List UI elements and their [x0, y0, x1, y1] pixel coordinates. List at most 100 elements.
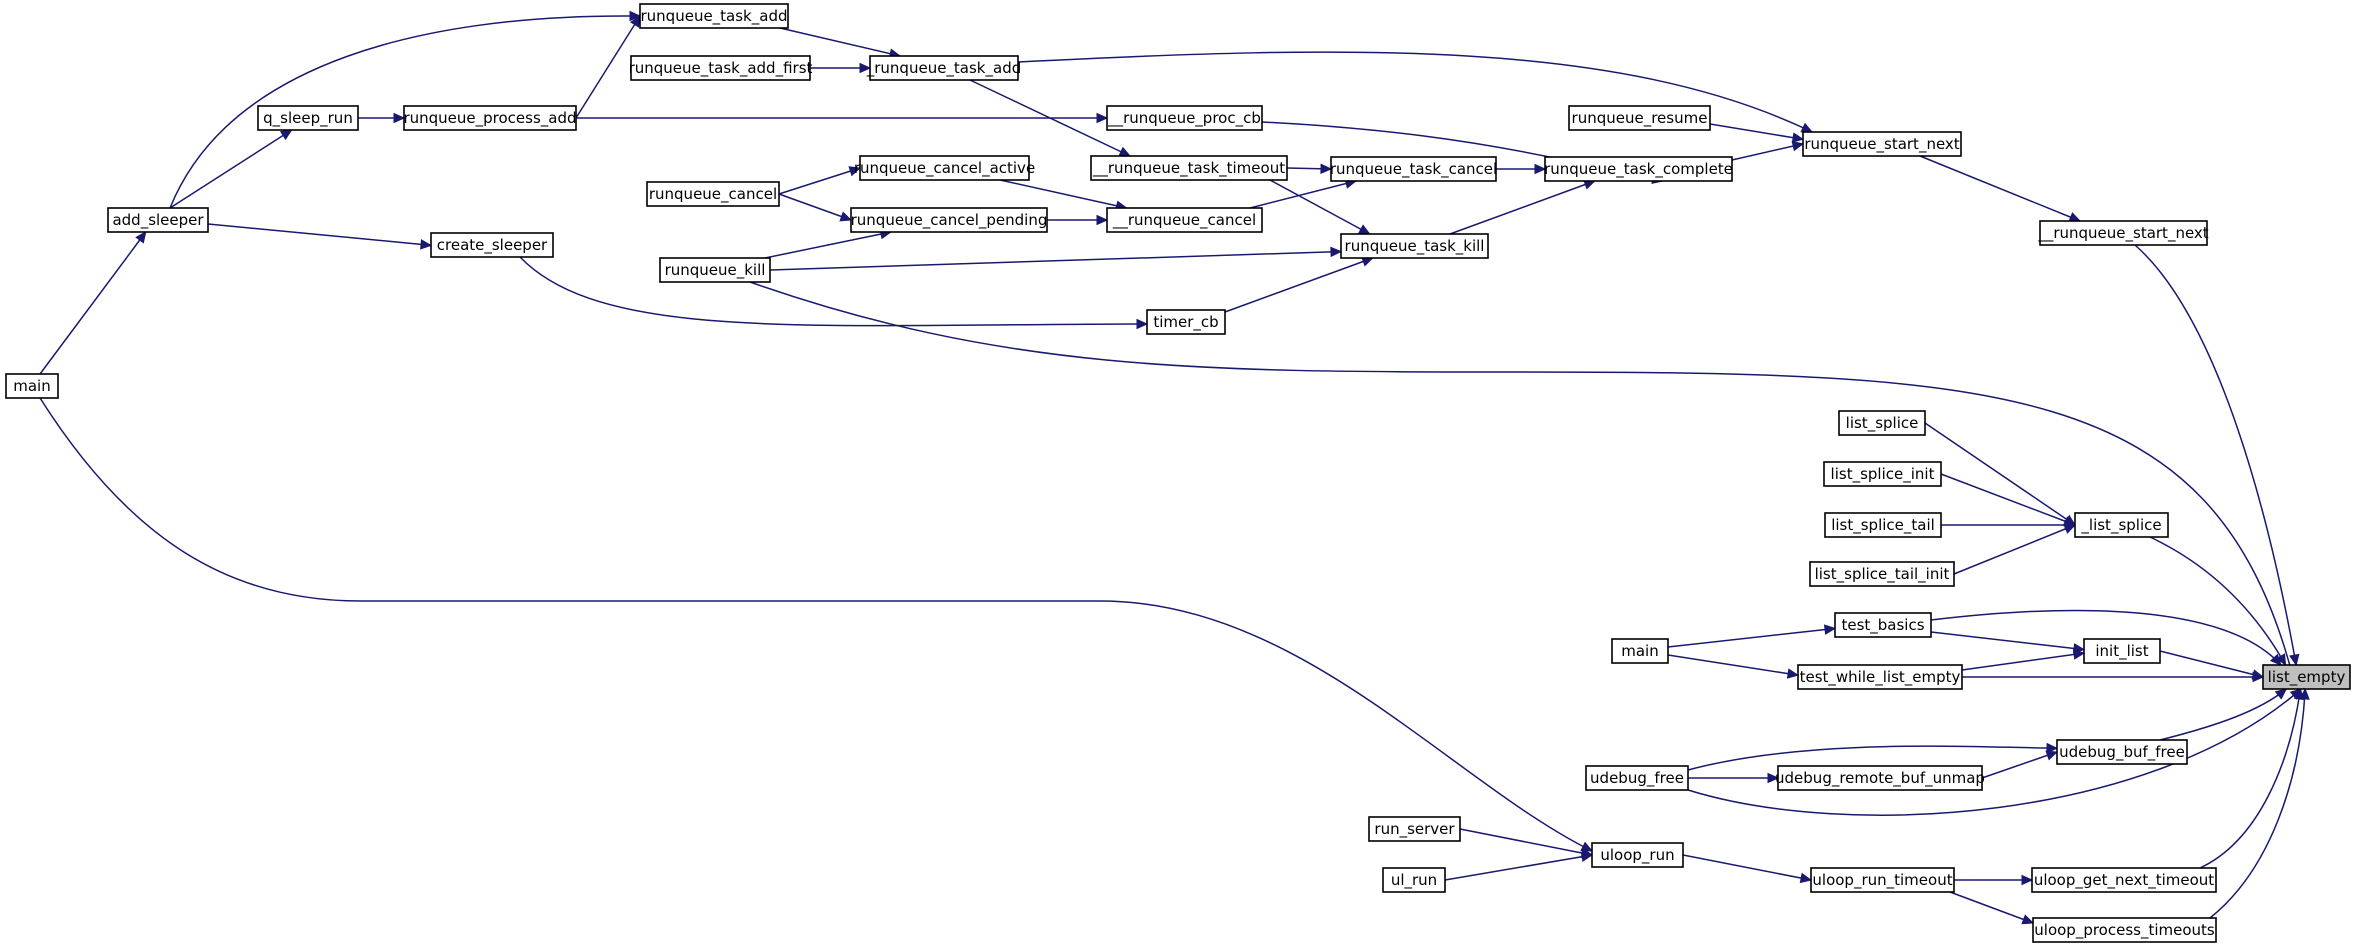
function-node-runqueue-proc-cb[interactable]: __runqueue_proc_cb	[1106, 105, 1263, 131]
function-node-runqueue-resume[interactable]: runqueue_resume	[1568, 105, 1711, 131]
call-edge-runqueue_start_next-to-__runqueue_start_next	[1919, 155, 2082, 222]
function-node-runqueue-cancel-pending[interactable]: runqueue_cancel_pending	[850, 207, 1048, 233]
node-label: create_sleeper	[437, 236, 548, 255]
node-box	[2056, 739, 2188, 765]
function-node-udebug-buf-free[interactable]: udebug_buf_free	[2056, 739, 2188, 765]
node-box	[850, 207, 1048, 233]
node-box	[1824, 512, 1942, 538]
function-node-runqueue-task-add[interactable]: _runqueue_task_add	[866, 55, 1021, 81]
call-edge-timer_cb-to-runqueue_task_kill	[1224, 256, 1374, 313]
function-node-test-while-list-empty[interactable]: test_while_list_empty	[1797, 664, 1963, 690]
node-label: run_server	[1374, 820, 1455, 839]
node-label: main	[13, 377, 50, 395]
call-edge-list_splice_tail-to-_list_splice	[1941, 519, 2077, 531]
call-edge-q_sleep_run-to-runqueue_process_add	[358, 112, 406, 124]
function-node-runqueue-cancel[interactable]: __runqueue_cancel	[1106, 207, 1263, 233]
function-node-runqueue-task-cancel[interactable]: runqueue_task_cancel	[1330, 156, 1497, 182]
node-box	[107, 207, 209, 233]
call-edge-runqueue_kill-to-list_empty	[749, 281, 2299, 691]
function-node-runqueue-task-complete[interactable]: runqueue_task_complete	[1544, 156, 1733, 182]
node-box	[1544, 156, 1733, 182]
call-edge-list_splice_tail_init-to-_list_splice	[1953, 524, 2077, 575]
node-label: uloop_run	[1600, 846, 1674, 865]
call-edge-__runqueue_cancel-to-runqueue_task_cancel	[1249, 178, 1358, 209]
node-label: runqueue_task_add	[641, 7, 788, 26]
call-edge-main_2-to-test_while_list_empty	[1667, 654, 1800, 679]
function-node-create-sleeper[interactable]: create_sleeper	[430, 232, 554, 258]
call-edge-udebug_free-to-list_empty	[1687, 688, 2303, 816]
call-edge-_list_splice-to-list_empty	[2149, 536, 2287, 667]
call-edge-__runqueue_task_timeout-to-runqueue_task_kill	[1269, 179, 1371, 235]
function-node-runqueue-task-timeout[interactable]: __runqueue_task_timeout	[1090, 155, 1288, 181]
function-node-list-splice-tail-init[interactable]: list_splice_tail_init	[1809, 561, 1955, 587]
function-node-runqueue-process-add[interactable]: runqueue_process_add	[403, 105, 577, 131]
function-node-runqueue-cancel-active[interactable]: runqueue_cancel_active	[854, 155, 1035, 181]
function-node-runqueue-kill[interactable]: runqueue_kill	[659, 257, 771, 283]
node-box	[1340, 233, 1489, 259]
function-node-udebug-free[interactable]: udebug_free	[1585, 765, 1689, 791]
call-edge-uloop_process_timeouts-to-list_empty	[2209, 687, 2310, 919]
call-edge-runqueue_resume-to-runqueue_start_next	[1709, 123, 1805, 143]
function-node-list-splice-tail[interactable]: list_splice_tail	[1824, 512, 1942, 538]
function-node-q-sleep-run[interactable]: q_sleep_run	[257, 105, 359, 131]
function-node-list-splice-init[interactable]: list_splice_init	[1823, 461, 1942, 487]
node-label: list_splice	[1846, 414, 1919, 433]
node-label: uloop_get_next_timeout	[2034, 871, 2214, 890]
call-graph-edges	[39, 10, 2310, 925]
node-box	[2074, 512, 2169, 538]
function-node-init-list[interactable]: init_list	[2083, 638, 2161, 664]
function-node-timer-cb[interactable]: timer_cb	[1146, 309, 1226, 335]
call-edge-runqueue_kill-to-runqueue_task_kill	[769, 246, 1343, 271]
node-label: runqueue_task_complete	[1544, 160, 1733, 179]
function-node-main-2[interactable]: main	[1611, 638, 1669, 664]
function-node-runqueue-cancel[interactable]: runqueue_cancel	[646, 181, 780, 207]
call-edge-uloop_run_timeout-to-uloop_get_next_timeout	[1954, 874, 2034, 886]
node-label: list_splice_tail_init	[1815, 565, 1950, 584]
node-label: add_sleeper	[112, 211, 204, 230]
call-edge-create_sleeper-to-timer_cb	[519, 256, 1149, 330]
node-label: init_list	[2095, 642, 2148, 661]
function-node-runqueue-start-next[interactable]: __runqueue_start_next	[2037, 220, 2209, 246]
function-node-uloop-process-timeouts[interactable]: uloop_process_timeouts	[2032, 917, 2217, 943]
node-box	[646, 181, 780, 207]
node-box	[1834, 612, 1932, 638]
function-node-uloop-run[interactable]: uloop_run	[1591, 842, 1684, 868]
function-node-ul-run[interactable]: ul_run	[1382, 867, 1446, 893]
call-edge-uloop_run-to-uloop_run_timeout	[1682, 854, 1813, 884]
function-node-uloop-run-timeout[interactable]: uloop_run_timeout	[1810, 867, 1955, 893]
function-node-udebug-remote-buf-unmap[interactable]: udebug_remote_buf_unmap	[1775, 765, 1985, 791]
call-edge-udebug_free-to-udebug_buf_free	[1687, 742, 2059, 771]
function-node-main-1[interactable]: main	[5, 373, 59, 399]
function-node-runqueue-task-add-first[interactable]: runqueue_task_add_first	[629, 55, 813, 81]
function-node-list-empty[interactable]: list_empty	[2262, 664, 2351, 690]
call-edge-uloop_run_timeout-to-uloop_process_timeouts	[1949, 891, 2035, 925]
function-node-uloop-get-next-timeout[interactable]: uloop_get_next_timeout	[2031, 867, 2217, 893]
function-node-test-basics[interactable]: test_basics	[1834, 612, 1932, 638]
node-label: __runqueue_proc_cb	[1107, 109, 1261, 128]
node-label: runqueue_cancel_active	[854, 159, 1035, 178]
function-node-run-server[interactable]: run_server	[1368, 816, 1461, 842]
call-edge-udebug_free-to-udebug_remote_buf_unmap	[1688, 772, 1780, 784]
call-edge-__runqueue_task_timeout-to-runqueue_task_cancel	[1286, 163, 1333, 175]
node-label: ul_run	[1391, 871, 1437, 890]
node-box	[1823, 461, 1942, 487]
function-node-runqueue-task-kill[interactable]: runqueue_task_kill	[1340, 233, 1489, 259]
function-node-add-sleeper[interactable]: add_sleeper	[107, 207, 209, 233]
call-edge-add_sleeper-to-runqueue_task_add	[169, 10, 642, 209]
function-node-runqueue-start-next[interactable]: runqueue_start_next	[1802, 131, 1962, 157]
call-edge-list_splice-to-_list_splice	[1924, 422, 2077, 526]
function-node-list-splice[interactable]: _list_splice	[2074, 512, 2169, 538]
node-label: uloop_run_timeout	[1812, 871, 1952, 890]
node-box	[403, 105, 577, 131]
call-edge-runqueue_task_kill-to-runqueue_task_complete	[1449, 179, 1596, 235]
node-box	[430, 232, 554, 258]
function-node-runqueue-task-add[interactable]: runqueue_task_add	[639, 3, 789, 29]
call-edge-udebug_remote_buf_unmap-to-udebug_buf_free	[1981, 750, 2059, 779]
node-box	[2039, 220, 2208, 246]
call-edge-runqueue_cancel-to-runqueue_cancel_active	[778, 166, 862, 195]
call-edge-main_1-to-uloop_run	[39, 397, 1594, 852]
node-box	[1106, 207, 1263, 233]
function-node-list-splice[interactable]: list_splice	[1838, 410, 1926, 436]
call-edge-udebug_buf_free-to-list_empty	[2159, 688, 2288, 741]
